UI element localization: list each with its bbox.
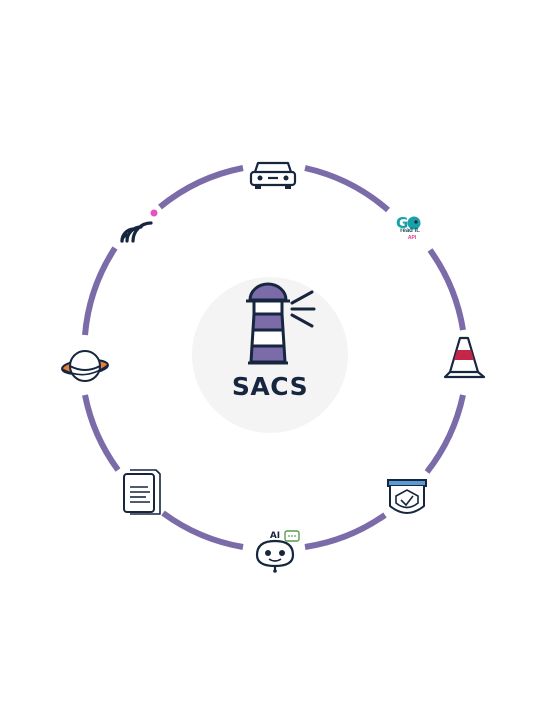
ring-arc [82,394,121,472]
svg-text:G: G [396,214,408,232]
ring-arc [158,165,244,210]
goread-api-badge: API [407,235,417,241]
ring-arc [82,246,118,336]
goread-api-logo: G [396,214,421,232]
planet-icon [61,350,109,382]
ring-arc [304,512,387,550]
lighthouse-icon [246,282,316,365]
goread-logo-text: read it. [400,228,420,234]
shield-shop-icon [387,479,427,514]
ai-robot-icon [255,530,300,573]
ring-arc [304,165,390,213]
ring-arc [424,394,466,474]
traffic-cone-icon [443,336,486,379]
signal-wifi-icon [120,209,158,243]
ring-arc [161,510,244,550]
diagram-title: SACS [231,372,309,401]
ai-badge: AI [269,531,281,541]
ring-arc [427,248,466,331]
ring [82,165,466,550]
document-icon [123,469,161,515]
car-icon [249,161,297,189]
